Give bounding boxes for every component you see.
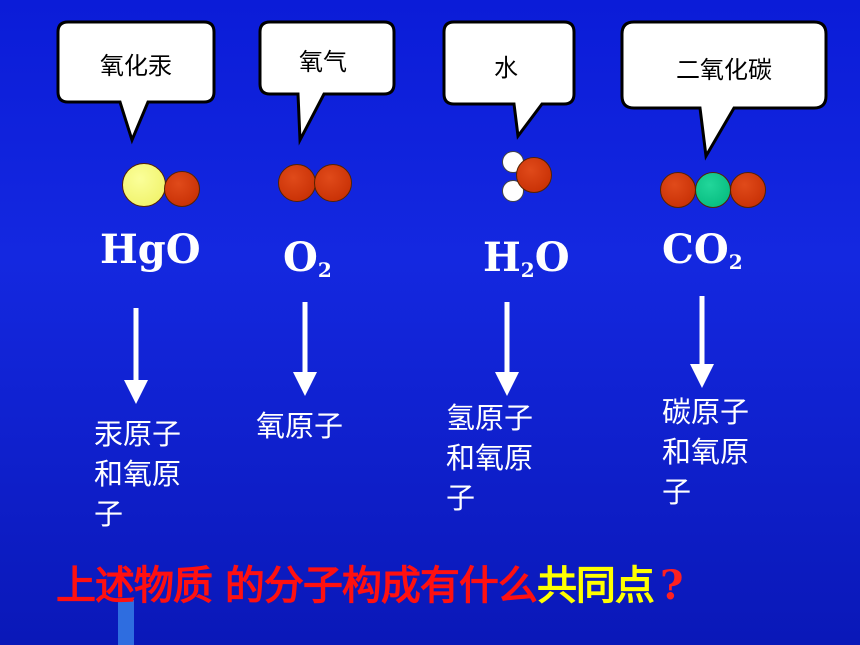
formula-hgo: HgO (100, 226, 201, 273)
description-o2: 氧原子 (256, 406, 343, 446)
formula-h2o: H2O (483, 234, 570, 282)
callout-bubble (56, 20, 216, 145)
description-line: 氢原子 (446, 401, 534, 435)
description-line: 子 (446, 481, 476, 515)
description-line: 碳原子 (662, 395, 750, 429)
down-arrow-icon (124, 308, 148, 404)
callout-label: 水 (494, 54, 518, 82)
description-line: 和氧原 (446, 441, 534, 475)
callout-label: 氧气 (299, 48, 347, 76)
callout-label: 二氧化碳 (676, 56, 772, 84)
callout-carbon-dioxide: 二氧化碳 (620, 20, 830, 161)
formula-subscript: 2 (520, 258, 535, 282)
description-h2o: 氢原子 和氧原 子 (446, 398, 533, 518)
description-line: 和氧原 (94, 457, 182, 491)
description-line: 氧原子 (256, 409, 344, 443)
callout-bubble (258, 20, 396, 146)
mercury-atom (122, 163, 166, 207)
oxygen-atom (730, 172, 766, 208)
formula-main: H (483, 234, 521, 281)
down-arrow-icon (690, 296, 714, 388)
oxygen-atom (516, 157, 552, 193)
oxygen-atom (660, 172, 696, 208)
callout-bubble (442, 20, 576, 140)
callout-oxygen: 氧气 (258, 20, 398, 146)
question-mark: ? (659, 562, 683, 609)
formula-main: O (283, 234, 318, 281)
oxygen-atom (314, 164, 352, 202)
formula-co2: CO2 (662, 226, 743, 274)
down-arrow-icon (293, 302, 317, 396)
description-line: 汞原子 (94, 417, 182, 451)
description-line: 子 (94, 497, 124, 531)
formula-after: O (534, 234, 570, 281)
oxygen-atom (164, 171, 200, 207)
formula-o2: O2 (283, 234, 332, 282)
description-line: 和氧原 (662, 435, 750, 469)
description-co2: 碳原子 和氧原 子 (662, 392, 749, 512)
down-arrow-icon (495, 302, 519, 396)
formula-main: CO (662, 226, 729, 273)
question-highlight: 共同点 (536, 563, 655, 609)
formula-main: HgO (100, 226, 201, 273)
formula-subscript: 2 (317, 258, 332, 282)
description-line: 子 (662, 475, 692, 509)
formula-subscript: 2 (728, 250, 743, 274)
callout-water: 水 (442, 20, 577, 140)
callout-label: 氧化汞 (100, 52, 172, 80)
question-part: 上述物质 的分子构成有什么 (56, 563, 538, 609)
decorative-bar (118, 600, 134, 645)
oxygen-atom (278, 164, 316, 202)
callout-bubble (620, 20, 828, 161)
carbon-atom (695, 172, 731, 208)
callout-mercury-oxide: 氧化汞 (56, 20, 216, 145)
question-text: 上述物质 的分子构成有什么共同点? (56, 553, 683, 611)
description-hgo: 汞原子 和氧原 子 (94, 414, 181, 534)
